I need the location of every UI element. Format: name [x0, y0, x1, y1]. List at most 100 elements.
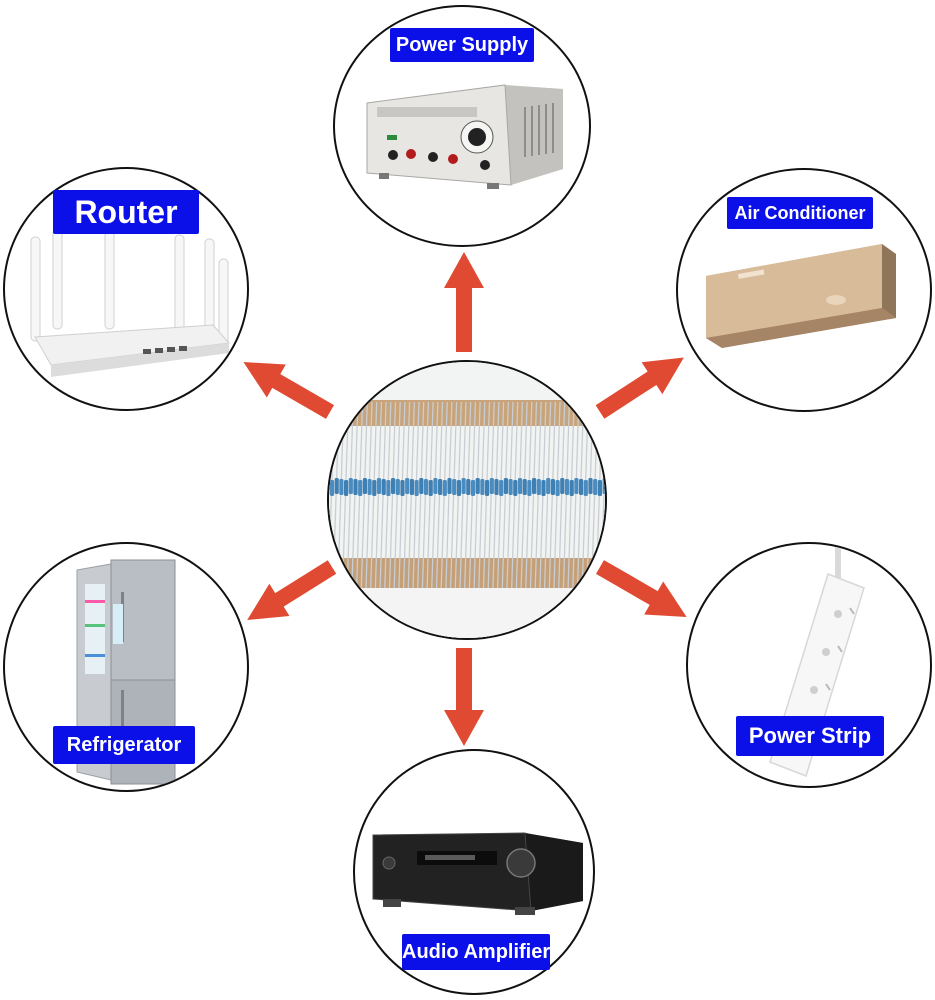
resistor-strip-image [329, 362, 605, 638]
arrow-to-refrigerator [247, 560, 337, 620]
resistor-lead [586, 401, 594, 589]
arrow-to-air-conditioner [595, 357, 684, 419]
resistor-body [372, 480, 377, 496]
resistor-body [522, 479, 527, 495]
resistor-body [362, 478, 367, 494]
resistor-body [419, 478, 424, 494]
resistor-lead [388, 401, 397, 589]
resistor-lead [473, 401, 481, 589]
label-power-strip: Power Strip [736, 716, 884, 756]
audio-amplifier-image [372, 832, 583, 915]
power-supply-circle [333, 5, 591, 247]
resistor-body [348, 478, 353, 494]
resistor-lead [520, 401, 528, 589]
resistor-body [391, 478, 396, 494]
resistor-body [339, 479, 344, 495]
resistor-body [494, 479, 499, 495]
air-conditioner-image [706, 244, 896, 348]
resistor-body [438, 479, 443, 495]
resistor-lead [459, 401, 467, 589]
resistor-body [395, 479, 400, 495]
resistor-body [527, 480, 532, 496]
resistor-body [560, 478, 565, 494]
resistor-body [588, 478, 593, 494]
resistor-body [447, 478, 452, 494]
resistor-body [597, 480, 602, 496]
resistor-body [602, 478, 605, 494]
resistor-body [376, 478, 382, 494]
resistor-body [400, 480, 405, 496]
resistor-lead [478, 401, 486, 589]
router-image [30, 228, 231, 377]
label-audio-amplifier: Audio Amplifier [402, 934, 550, 970]
resistor-body [433, 478, 438, 494]
resistor-lead [501, 401, 509, 589]
resistor-body [541, 480, 546, 496]
resistor-body [513, 480, 518, 496]
resistor-body [405, 478, 410, 494]
air-conditioner-circle [676, 168, 932, 412]
resistor-body [358, 480, 363, 496]
audio-amplifier-circle [353, 749, 595, 995]
resistor-lead [543, 401, 552, 589]
resistor-body [442, 480, 447, 496]
resistor-body [329, 480, 335, 496]
arrow-to-router [243, 362, 334, 419]
resistor-body [532, 478, 537, 494]
resistor-lead [374, 401, 383, 589]
resistor-body [574, 478, 579, 494]
resistor-body [386, 480, 391, 496]
resistor-lead [515, 401, 524, 589]
arrow-to-power-supply [444, 252, 484, 352]
resistor-lead [407, 401, 415, 589]
resistor-body [579, 479, 584, 495]
label-power-supply: Power Supply [390, 28, 534, 62]
resistor-body [466, 479, 471, 495]
resistor-lead [572, 401, 580, 589]
resistor-body [334, 478, 339, 494]
resistor-lead [487, 401, 495, 589]
resistor-body [452, 479, 457, 495]
label-router: Router [53, 190, 199, 234]
resistor-body [381, 479, 386, 495]
resistor-body [414, 480, 419, 496]
center-resistor-circle [327, 360, 607, 640]
label-refrigerator: Refrigerator [53, 726, 195, 764]
resistor-body [409, 479, 414, 495]
resistor-lead [445, 401, 453, 589]
resistor-lead [548, 401, 556, 589]
resistor-lead [351, 401, 359, 589]
resistor-body [569, 480, 574, 496]
resistor-body [508, 479, 513, 495]
resistor-body [489, 478, 494, 494]
resistor-body [555, 480, 560, 496]
resistor-lead [558, 401, 566, 589]
resistor-body [423, 479, 429, 495]
resistor-lead [402, 401, 411, 589]
resistor-lead [600, 443, 605, 589]
resistor-lead [332, 401, 340, 589]
resistor-body [564, 479, 570, 495]
resistor-body [367, 479, 372, 495]
resistor-body [344, 480, 349, 496]
resistor-body [456, 480, 461, 496]
resistor-lead [431, 401, 439, 589]
resistor-body [475, 478, 480, 494]
resistor-body [536, 479, 541, 495]
resistor-body [480, 479, 485, 495]
resistor-lead [590, 401, 599, 589]
resistor-body [550, 479, 555, 495]
resistor-body [461, 478, 466, 494]
resistor-lead [337, 401, 345, 589]
resistor-body [593, 479, 598, 495]
resistor-lead [417, 401, 425, 589]
arrow-to-power-strip [596, 560, 687, 617]
arrow-to-audio-amplifier [444, 648, 484, 746]
resistor-body [583, 480, 588, 496]
resistor-lead [360, 401, 368, 589]
resistor-body [546, 478, 551, 494]
resistor-lead [346, 401, 354, 589]
resistor-body [353, 479, 358, 495]
resistor-lead [421, 401, 430, 589]
